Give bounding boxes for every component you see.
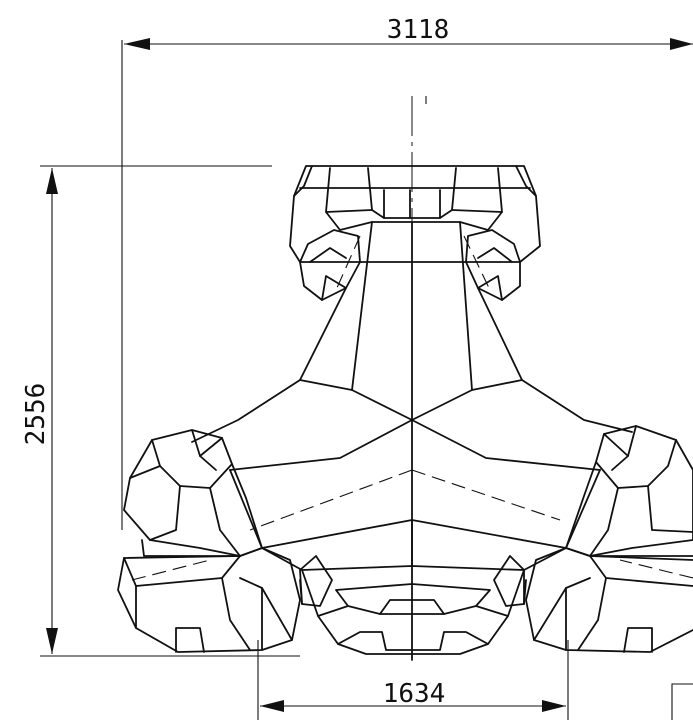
right-leg-foot	[525, 547, 693, 653]
left-leg-foot	[117, 547, 301, 653]
arrow-down-icon	[46, 628, 58, 654]
central-body	[191, 379, 633, 661]
left-leg-head	[123, 429, 263, 557]
title-block-corner	[671, 683, 693, 720]
arrow-up-icon	[46, 168, 58, 194]
front-leg-foot	[301, 569, 525, 655]
arrow-left-icon	[260, 700, 284, 712]
dimension-label-overall-width: 3118	[387, 15, 450, 45]
dimension-base-width: 1634	[257, 640, 569, 720]
dimension-label-base-width: 1634	[383, 679, 446, 709]
arrow-right-icon	[670, 38, 693, 50]
dimension-overall-height: 2556	[21, 165, 300, 657]
arrow-left-icon	[124, 38, 150, 50]
dimension-label-overall-height: 2556	[21, 383, 51, 446]
arrow-right-icon	[542, 700, 566, 712]
dimension-overall-width: 3118	[121, 15, 693, 530]
right-leg	[493, 425, 693, 653]
left-leg	[117, 429, 333, 653]
front-leg	[301, 569, 525, 655]
top-leg	[289, 165, 541, 421]
right-leg-head	[565, 425, 693, 557]
